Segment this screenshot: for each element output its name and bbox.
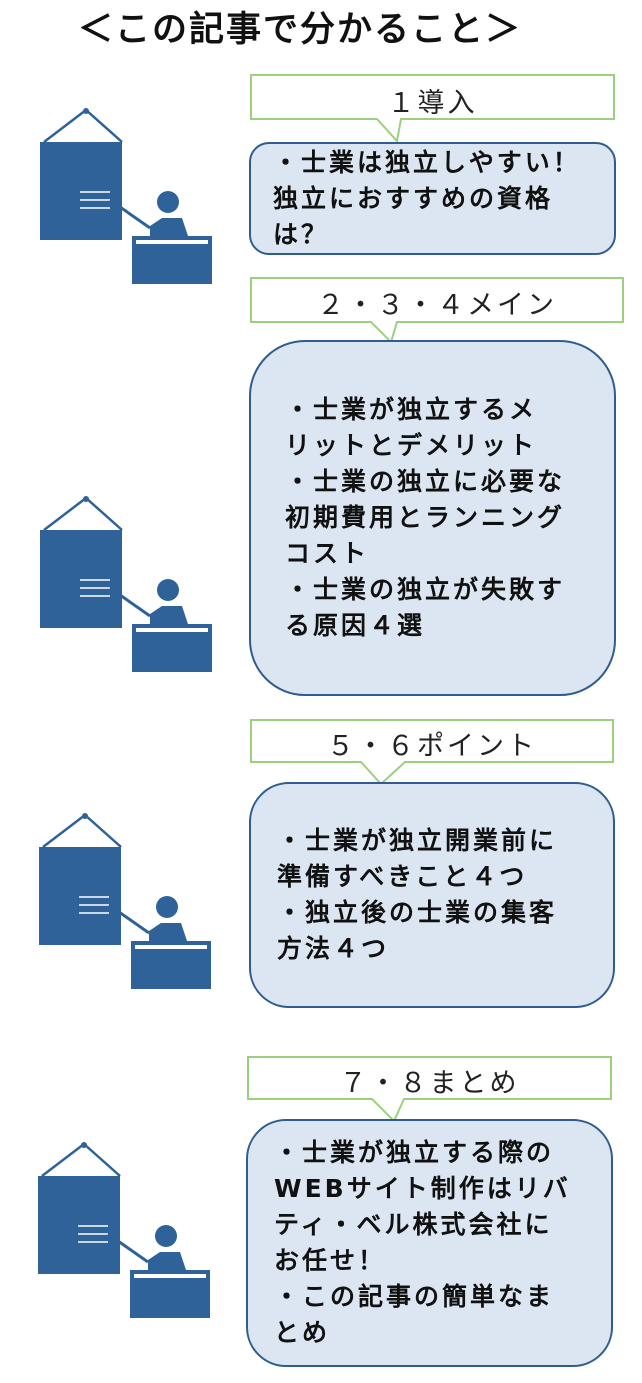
- box-line: 初期費用とランニング: [285, 503, 566, 532]
- box-line: ティ・ベル株式会社に: [274, 1210, 553, 1239]
- box-line: ・士業の独立が失敗す: [285, 575, 566, 604]
- box-line: WEBサイト制作はリバ: [274, 1174, 571, 1203]
- presenter-icon: [39, 813, 211, 989]
- box-line: ・独立後の士業の集客: [277, 898, 558, 927]
- box-line: ・士業が独立開業前に: [277, 826, 558, 855]
- callout-label: ５・６ポイント: [327, 731, 537, 762]
- box-line: ・士業の独立に必要な: [285, 467, 566, 496]
- page-title: ＜この記事で分かること＞: [77, 10, 522, 50]
- presenter-icon: [40, 108, 212, 284]
- callout-label: ７・８まとめ: [339, 1068, 520, 1099]
- box-line: 方法４つ: [277, 934, 390, 963]
- box-line: コスト: [285, 539, 370, 568]
- callout-1: １導入: [249, 73, 616, 143]
- box-line: 準備すべきこと４つ: [277, 862, 528, 891]
- box-line: る原因４選: [285, 611, 426, 640]
- callout-2: ２・３・４メイン: [249, 276, 625, 344]
- callout-shape: [250, 277, 624, 344]
- callout-shape: [250, 74, 615, 143]
- box-line: とめ: [274, 1318, 331, 1347]
- content-box-2: ・士業が独立するメ リットとデメリット ・士業の独立に必要な 初期費用とランニン…: [249, 340, 616, 696]
- content-box-1: ・士業は独立しやすい！ 独立におすすめの資格 は？: [249, 142, 616, 255]
- content-box-3: ・士業が独立開業前に 準備すべきこと４つ ・独立後の士業の集客 方法４つ: [249, 782, 615, 1008]
- box-line: ・士業が独立するメ: [285, 395, 538, 424]
- callout-3: ５・６ポイント: [249, 718, 615, 786]
- presenter-icon: [40, 496, 212, 672]
- box-line: 独立におすすめの資格: [273, 183, 554, 213]
- box-line: ・この記事の簡単なま: [274, 1282, 555, 1311]
- callout-label: １導入: [387, 88, 478, 119]
- box-line: ・士業が独立する際の: [274, 1138, 555, 1167]
- box-line: は？: [273, 219, 330, 249]
- callout-shape: [247, 1056, 612, 1123]
- content-box-4: ・士業が独立する際の WEBサイト制作はリバ ティ・ベル株式会社に お任せ！ ・…: [246, 1119, 613, 1367]
- callout-4: ７・８まとめ: [246, 1055, 613, 1123]
- callout-label: ２・３・４メイン: [317, 290, 557, 321]
- callout-shape: [250, 719, 614, 786]
- box-line: ・士業は独立しやすい！: [273, 147, 581, 177]
- box-line: お任せ！: [274, 1246, 387, 1275]
- box-line: リットとデメリット: [285, 431, 538, 460]
- presenter-icon: [38, 1142, 210, 1318]
